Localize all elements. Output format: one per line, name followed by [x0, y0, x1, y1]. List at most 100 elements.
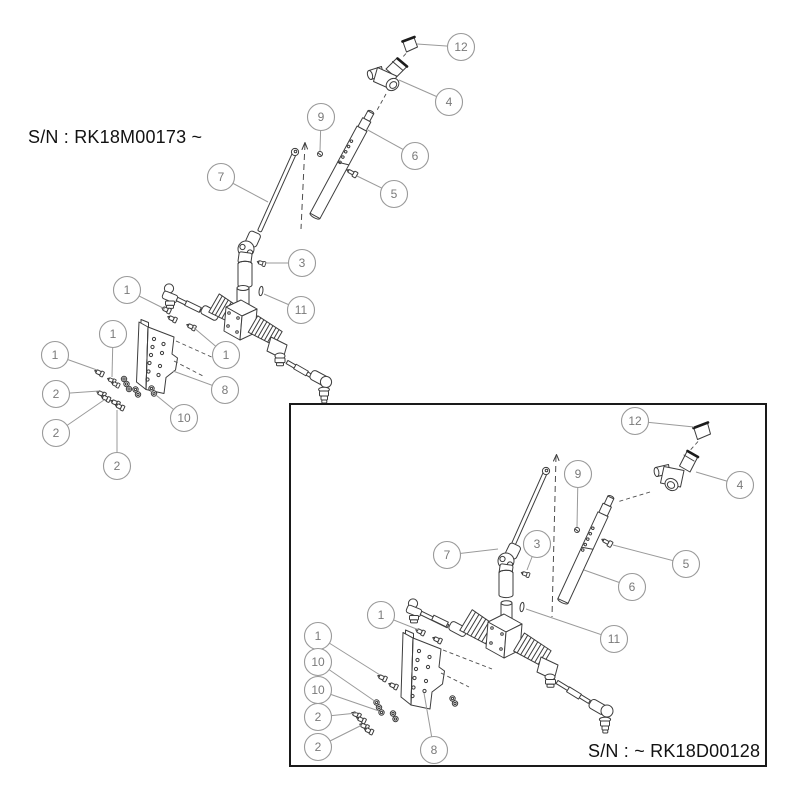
- callout-9: 9: [306, 102, 336, 152]
- callout-balloon: [206, 162, 236, 192]
- set-screw: [317, 151, 323, 157]
- rack-end-link: [536, 656, 559, 688]
- steering-column: [557, 495, 615, 605]
- callout-3: 3: [522, 529, 552, 571]
- callout-number: 7: [444, 548, 451, 562]
- callout-number: 12: [628, 414, 642, 428]
- variant-box: [289, 403, 767, 767]
- callout-balloon: [303, 732, 333, 762]
- callout-11: 11: [263, 293, 316, 325]
- pinion-housing: [223, 299, 258, 341]
- callout-number: 1: [52, 348, 59, 362]
- callout-balloon: [599, 624, 629, 654]
- callout-1: 1: [192, 326, 241, 370]
- callout-1: 1: [366, 600, 420, 631]
- callout-balloon: [432, 540, 462, 570]
- callout-number: 9: [318, 110, 325, 124]
- callout-number: 11: [295, 303, 308, 317]
- callout-1: 1: [40, 340, 98, 371]
- callout-4: 4: [695, 470, 755, 500]
- centerline: [551, 455, 557, 618]
- callout-7: 7: [432, 540, 499, 570]
- key-cap: [401, 35, 418, 59]
- callout-12: 12: [416, 32, 476, 62]
- callout-number: 10: [311, 683, 325, 697]
- callout-10: 10: [150, 390, 199, 433]
- callout-5: 5: [356, 175, 409, 209]
- callout-number: 9: [575, 467, 582, 481]
- callout-8: 8: [419, 692, 449, 765]
- callout-number: 1: [124, 283, 131, 297]
- callout-balloon: [671, 549, 701, 579]
- callout-number: 6: [629, 580, 636, 594]
- callout-balloon: [169, 403, 199, 433]
- callout-number: 7: [218, 170, 225, 184]
- callout-3: 3: [266, 248, 317, 278]
- callout-leader-line: [525, 608, 615, 640]
- callout-2: 2: [102, 410, 132, 481]
- callout-balloon: [522, 529, 552, 559]
- callout-balloon: [400, 141, 430, 171]
- callout-number: 6: [412, 149, 419, 163]
- callout-6: 6: [583, 569, 647, 602]
- callout-balloon: [303, 647, 333, 677]
- callout-9: 9: [563, 459, 593, 528]
- callout-balloon: [40, 340, 70, 370]
- serial-number-bottom-right: S/N : ~ RK18D00128: [588, 741, 760, 761]
- callout-balloon: [41, 379, 71, 409]
- callout-1: 1: [112, 275, 166, 310]
- callout-number: 2: [315, 710, 322, 724]
- callout-number: 1: [110, 327, 117, 341]
- callout-8: 8: [172, 370, 240, 405]
- callout-2: 2: [41, 399, 105, 448]
- callout-balloon: [287, 248, 317, 278]
- callout-number: 1: [315, 629, 322, 643]
- ignition-switch: [366, 57, 409, 113]
- callout-2: 2: [41, 379, 100, 409]
- steering-shaft: [237, 147, 300, 289]
- callout-number: 1: [378, 608, 385, 622]
- callout-number: 12: [454, 40, 468, 54]
- callout-balloon: [303, 702, 333, 732]
- callout-10: 10: [303, 647, 377, 703]
- callout-12: 12: [620, 406, 695, 436]
- centerline: [300, 143, 306, 230]
- shaft-lower-cylinder: [237, 260, 253, 289]
- rack-and-pinion-assembly: [161, 283, 333, 404]
- callout-balloon: [211, 340, 241, 370]
- callout-2: 2: [303, 702, 358, 732]
- callout-number: 1: [223, 348, 230, 362]
- centerline-arrow-icon: [553, 454, 560, 462]
- key-cap: [689, 421, 711, 451]
- steering-shaft: [497, 466, 551, 599]
- callout-number: 11: [608, 632, 621, 646]
- callout-4: 4: [398, 79, 464, 117]
- tie-rod-end: [588, 698, 614, 734]
- assembly-guide-lines: [173, 340, 217, 377]
- callout-number: 3: [534, 537, 541, 551]
- callout-balloon: [41, 418, 71, 448]
- callout-number: 8: [431, 743, 438, 757]
- callout-number: 2: [114, 459, 121, 473]
- callout-balloon: [617, 572, 647, 602]
- callout-5: 5: [612, 544, 701, 579]
- callout-number: 10: [311, 655, 325, 669]
- callout-balloon: [366, 600, 396, 630]
- callout-balloon: [419, 735, 449, 765]
- assembly-guide-lines: [440, 649, 493, 688]
- centerline-arrow-icon: [301, 142, 308, 150]
- callout-11: 11: [525, 608, 629, 654]
- callout-balloon: [725, 470, 755, 500]
- callout-balloon: [98, 319, 128, 349]
- callout-2: 2: [303, 724, 363, 762]
- mounting-bracket: [136, 319, 178, 394]
- callout-number: 8: [222, 383, 229, 397]
- callout-1: 1: [98, 319, 128, 378]
- callout-balloon: [563, 459, 593, 489]
- callout-balloon: [210, 375, 240, 405]
- shaft-lower-cylinder: [498, 569, 514, 599]
